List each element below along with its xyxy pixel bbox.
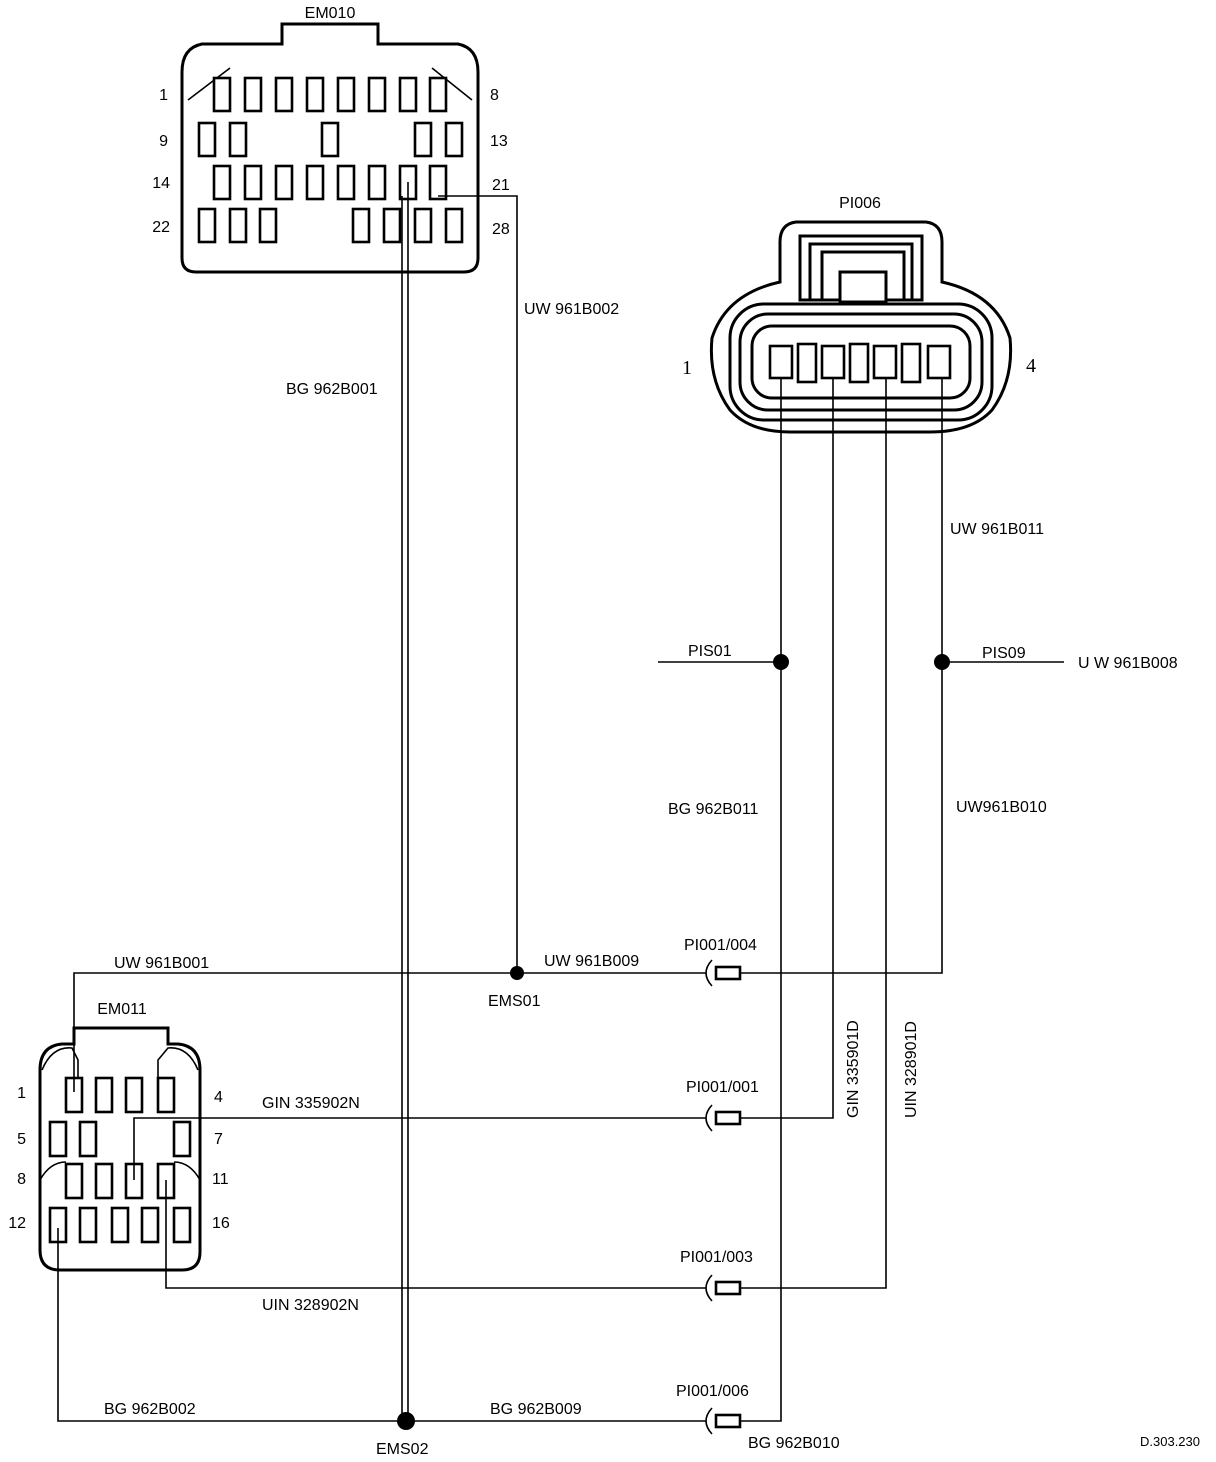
wire-uw961b001 [73, 972, 517, 1092]
em010-label: EM010 [305, 5, 356, 22]
wire-bg962b011 [740, 378, 782, 1422]
label-pi001-006: PI001/006 [676, 1383, 749, 1400]
em010-pin-14: 14 [152, 175, 170, 192]
wire-uw961b010 [740, 662, 943, 974]
em010-pin-22: 22 [152, 219, 170, 236]
pi006-cavities [768, 342, 952, 384]
label-uin328901d: UIN 328901D [903, 1021, 920, 1118]
splice-ems01 [510, 966, 524, 980]
label-bg962b010: BG 962B010 [748, 1435, 840, 1452]
label-pi001-001: PI001/001 [686, 1079, 759, 1096]
em010-pin-8: 8 [490, 87, 499, 104]
labels: UW 961B002 BG 962B001 UW 961B011 PIS01 P… [104, 301, 1200, 1458]
label-uw961b001: UW 961B001 [114, 955, 209, 972]
label-uw961b008: U W 961B008 [1078, 655, 1178, 672]
label-uw961b011: UW 961B011 [950, 521, 1044, 538]
label-pis01: PIS01 [688, 643, 732, 660]
label-pi001-004: PI001/004 [684, 937, 757, 954]
connector-em010: EM010 1 8 9 13 14 21 22 28 [152, 5, 510, 274]
splice-pis01 [773, 654, 789, 670]
inline-connector-pi001-003 [705, 1274, 742, 1302]
inline-connector-pi001-006 [705, 1407, 742, 1435]
connector-pi006: PI006 1 4 [682, 195, 1036, 434]
em010-pin-13: 13 [490, 133, 508, 150]
em010-pin-21: 21 [492, 177, 510, 194]
splice-pis09 [934, 654, 950, 670]
splice-ems02 [397, 1412, 415, 1430]
label-uw961b009: UW 961B009 [544, 953, 639, 970]
splices [397, 654, 950, 1430]
wire-uin328902n [165, 1180, 706, 1289]
label-ems01: EMS01 [488, 993, 541, 1010]
em010-pin-9: 9 [159, 133, 168, 150]
label-bg962b011: BG 962B011 [668, 801, 759, 818]
label-uw961b010: UW961B010 [956, 799, 1047, 816]
label-pis09: PIS09 [982, 645, 1026, 662]
wire-uin328901d [740, 378, 887, 1289]
wire-uw961b002 [438, 195, 518, 973]
label-uin328902n: UIN 328902N [262, 1297, 359, 1314]
em011-pin-1: 1 [17, 1085, 26, 1102]
label-bg962b002: BG 962B002 [104, 1401, 196, 1418]
em011-pin-7: 7 [214, 1131, 223, 1148]
label-pi001-003: PI001/003 [680, 1249, 753, 1266]
label-bg962b001: BG 962B001 [286, 381, 378, 398]
em010-pin-1: 1 [159, 87, 168, 104]
label-ems02: EMS02 [376, 1441, 429, 1458]
label-bg962b009: BG 962B009 [490, 1401, 582, 1418]
em011-pin-4: 4 [214, 1089, 223, 1106]
em011-cavities [48, 1076, 192, 1244]
connector-em011: EM011 1 4 5 7 8 11 12 16 [8, 1001, 230, 1272]
wire-gin335901d [740, 378, 834, 1119]
pi006-label: PI006 [839, 195, 881, 212]
em011-pin-11: 11 [212, 1171, 229, 1188]
em010-pin-28: 28 [492, 221, 510, 238]
inline-connector-pi001-004 [705, 959, 742, 987]
label-gin335901d: GIN 335901D [845, 1020, 862, 1118]
wires [57, 182, 1064, 1422]
wire-gin335902n [133, 1117, 706, 1180]
em011-label: EM011 [97, 1001, 147, 1018]
em010-cavities [197, 76, 464, 244]
pi006-pin-4: 4 [1026, 355, 1036, 377]
label-gin335902n: GIN 335902N [262, 1095, 360, 1112]
em011-pin-8: 8 [17, 1171, 26, 1188]
label-uw961b002: UW 961B002 [524, 301, 619, 318]
wire-bg962b002 [57, 1228, 406, 1422]
pi006-pin-1: 1 [682, 357, 692, 379]
em011-pin-12: 12 [8, 1215, 26, 1232]
diagram-reference: D.303.230 [1140, 1434, 1200, 1449]
em011-pin-16: 16 [212, 1215, 230, 1232]
em011-pin-5: 5 [17, 1131, 26, 1148]
inline-connectors [705, 959, 742, 1435]
inline-connector-pi001-001 [705, 1104, 742, 1132]
